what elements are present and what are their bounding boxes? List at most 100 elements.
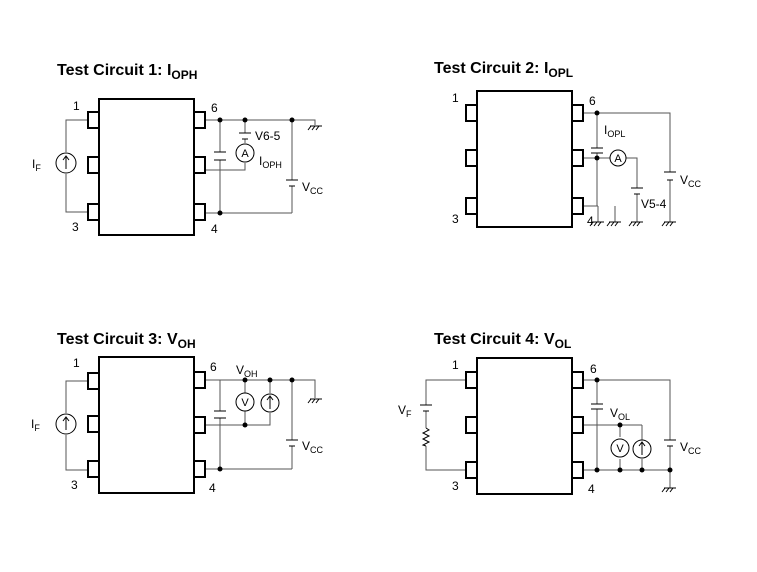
vcc-battery-icon (286, 439, 298, 447)
ground-icon (307, 398, 322, 404)
pin-label: 3 (452, 479, 459, 493)
current-source-icon (55, 152, 77, 174)
pin-label: 6 (589, 94, 596, 108)
pin-label: 1 (73, 356, 80, 370)
pin-2 (87, 415, 100, 433)
pin-2 (465, 416, 478, 434)
pin-6 (571, 371, 584, 389)
test-circuit-2: Test Circuit 2: IOPL 1 3 6 4 IOPL (434, 60, 702, 228)
vcc-battery-icon (286, 179, 298, 187)
ground-icon (589, 221, 604, 227)
pin-5 (193, 416, 206, 434)
source-label: IF (31, 417, 40, 433)
svg-text:V: V (616, 443, 624, 455)
source-label: VF (398, 403, 412, 419)
pin-label: 6 (211, 101, 218, 115)
current-source-icon (260, 393, 280, 413)
pin-6 (193, 111, 206, 129)
junction-dots (594, 377, 673, 473)
pin-label: 3 (72, 220, 79, 234)
pin-2 (465, 149, 478, 167)
pin-4 (571, 461, 584, 479)
battery-icon (631, 187, 643, 195)
resistor-icon (421, 427, 431, 447)
circuit-3-title: Test Circuit 3: VOH (57, 331, 196, 351)
pin-1 (87, 111, 100, 129)
pin-3 (87, 203, 100, 221)
pin-5 (571, 149, 584, 167)
pin-label: 3 (71, 478, 78, 492)
ground-icon (661, 487, 676, 493)
meter-label: IOPL (604, 123, 625, 139)
svg-text:A: A (241, 148, 249, 160)
pin-1 (465, 104, 478, 122)
ammeter-icon: A (235, 143, 255, 163)
capacitor-icon (591, 403, 603, 410)
ground-icon (628, 221, 643, 227)
pin-1 (87, 372, 100, 390)
pin-5 (193, 156, 206, 174)
pin-4 (193, 203, 206, 221)
capacitor-icon (214, 410, 226, 419)
svg-text:A: A (614, 153, 622, 165)
pin-label: 3 (452, 212, 459, 226)
vcc-label: VCC (680, 440, 702, 456)
pin-1 (465, 371, 478, 389)
current-source-icon (632, 439, 652, 459)
voltmeter-icon: V (235, 392, 255, 412)
meter-label: IOPH (259, 154, 282, 170)
circuit-2-wires (583, 112, 671, 222)
meter-label: VOH (236, 363, 258, 379)
source-label: IF (32, 157, 41, 173)
pin-2 (87, 156, 100, 174)
pin-3 (465, 461, 478, 479)
circuit-4-title: Test Circuit 4: VOL (434, 331, 571, 351)
capacitor-icon (591, 147, 603, 154)
circuit-2-title: Test Circuit 2: IOPL (434, 60, 573, 80)
ammeter-icon: A (609, 149, 627, 167)
optocoupler-package (476, 357, 573, 495)
pin-label: 4 (588, 482, 595, 496)
vcc-battery-icon (664, 171, 676, 181)
current-source-icon (55, 413, 77, 435)
ground-icon (606, 221, 621, 227)
junction-dots (217, 117, 295, 216)
ground-icon (307, 125, 322, 131)
pin-3 (87, 460, 100, 478)
junction-dots (594, 110, 600, 161)
optocoupler-package (476, 90, 573, 228)
vcc-label: VCC (680, 173, 702, 189)
pin-4 (571, 197, 584, 215)
svg-text:V: V (241, 397, 249, 409)
meter-label: VOL (610, 406, 630, 422)
optocoupler-package (98, 98, 195, 236)
ground-icon (661, 221, 676, 227)
pin-label: 6 (210, 360, 217, 374)
pin-label: 6 (590, 362, 597, 376)
circuit-1-title: Test Circuit 1: IOPH (57, 62, 197, 82)
test-circuit-1: Test Circuit 1: IOPH 1 3 6 4 (32, 62, 324, 236)
pin-6 (571, 104, 584, 122)
pin-label: 4 (587, 214, 594, 228)
optocoupler-package (98, 356, 195, 494)
pin-label: 1 (73, 99, 80, 113)
pin-3 (465, 197, 478, 215)
pin-6 (193, 371, 206, 389)
vcc-label: VCC (302, 439, 324, 455)
vcc-battery-icon (664, 439, 676, 447)
capacitor-icon (214, 151, 226, 161)
supply-voltage-label: V5-4 (641, 197, 667, 211)
vcc-label: VCC (302, 180, 324, 196)
battery-icon (420, 404, 432, 412)
pin-label: 4 (211, 222, 218, 236)
pin-label: 1 (452, 358, 459, 372)
pin-label: 4 (209, 481, 216, 495)
junction-dots (217, 377, 295, 472)
voltmeter-icon: V (610, 438, 630, 458)
battery-icon (239, 132, 251, 140)
test-circuit-4: Test Circuit 4: VOL 1 3 6 4 (398, 331, 702, 496)
pin-4 (193, 460, 206, 478)
test-circuit-3: Test Circuit 3: VOH 1 3 6 4 (31, 331, 324, 495)
pin-5 (571, 416, 584, 434)
